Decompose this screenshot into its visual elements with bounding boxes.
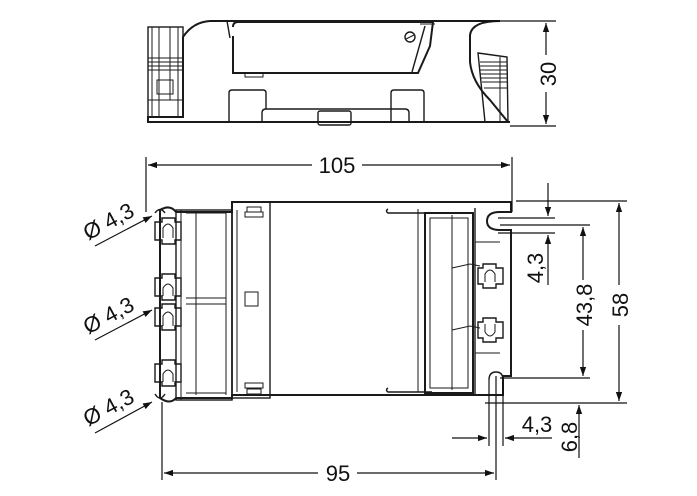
side-right-terminal bbox=[477, 52, 509, 123]
top-view bbox=[154, 201, 512, 403]
diameter-callout-middle: Ø 4,3 bbox=[79, 292, 153, 341]
top-housing-outline bbox=[159, 201, 512, 403]
label-95: 95 bbox=[326, 461, 350, 486]
side-top-cover bbox=[232, 21, 435, 74]
dimension-length-105: 105 bbox=[145, 153, 513, 212]
bottom-mounting-slot bbox=[488, 371, 504, 381]
label-4-3-bottom: 4,3 bbox=[522, 412, 553, 437]
side-foot-left bbox=[228, 89, 267, 122]
diameter-callout-bottom: Ø 4,3 bbox=[79, 384, 153, 434]
center-window bbox=[244, 291, 259, 307]
terminal-left-1 bbox=[154, 217, 182, 245]
side-foot-right bbox=[390, 89, 425, 122]
side-view bbox=[147, 20, 511, 126]
label-105: 105 bbox=[319, 153, 356, 178]
label-4-3-right: 4,3 bbox=[523, 253, 548, 284]
dimension-width-58: 58 bbox=[485, 200, 633, 404]
label-43-8: 43,8 bbox=[572, 284, 597, 327]
terminal-right-2 bbox=[477, 317, 504, 343]
dimension-edge-offset-6-8: 6,8 bbox=[557, 405, 583, 458]
dimension-slot-width-right: 4,3 bbox=[498, 183, 555, 285]
label-diameter-1: Ø 4,3 bbox=[79, 198, 138, 245]
label-6-8: 6,8 bbox=[557, 422, 582, 453]
side-center-clip bbox=[317, 110, 352, 126]
screw-icon bbox=[404, 31, 416, 43]
label-58: 58 bbox=[608, 293, 633, 317]
dimension-hole-spacing-95: 95 bbox=[161, 376, 497, 486]
terminal-left-2 bbox=[154, 273, 182, 301]
terminal-left-3 bbox=[154, 303, 182, 331]
side-base-rail bbox=[261, 108, 410, 122]
side-housing-outline bbox=[147, 20, 511, 123]
terminal-right-1 bbox=[477, 263, 504, 289]
dimension-height-30: 30 bbox=[476, 20, 561, 127]
label-30: 30 bbox=[536, 62, 561, 86]
diameter-callout-top: Ø 4,3 bbox=[79, 198, 153, 247]
label-diameter-3: Ø 4,3 bbox=[79, 384, 138, 431]
dimension-slot-width-bottom: 4,3 bbox=[452, 380, 552, 446]
side-left-terminal bbox=[147, 26, 184, 118]
label-diameter-2: Ø 4,3 bbox=[79, 292, 138, 339]
terminal-left-4 bbox=[154, 359, 182, 387]
dimension-slot-spacing-43-8: 43,8 bbox=[500, 224, 597, 379]
